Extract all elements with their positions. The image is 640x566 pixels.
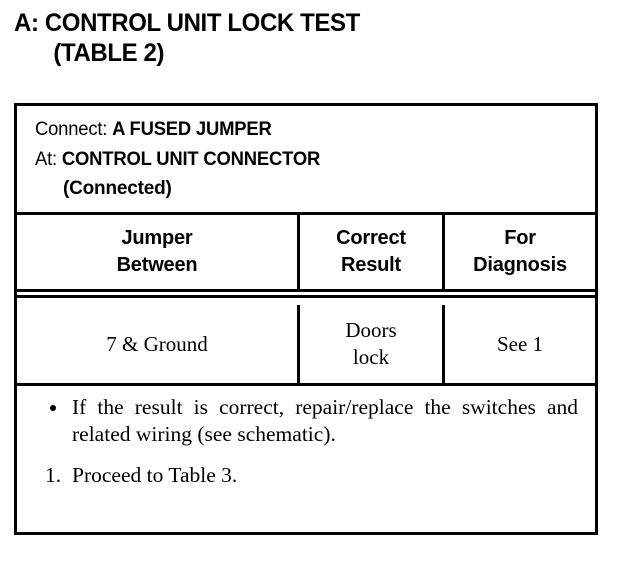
cell-jumper-between: 7 & Ground (17, 305, 300, 383)
at-label: At: (35, 149, 57, 170)
page-title-line-2: (TABLE 2) (53, 39, 165, 67)
column-header-line-1: Correct (336, 227, 406, 249)
note-numbered-text: Proceed to Table 3. (72, 463, 238, 487)
column-header-for-diagnosis: For Diagnosis (445, 215, 595, 289)
column-header-line-2: Diagnosis (473, 254, 567, 276)
table-row: 7 & Ground Doors lock See 1 (17, 305, 595, 386)
bullet-icon (50, 405, 56, 411)
cell-value: 7 & Ground (106, 331, 208, 356)
cell-value-line-2: lock (352, 345, 390, 369)
header-double-rule (17, 295, 595, 298)
column-header-line-2: Result (341, 254, 401, 276)
table-header-row: Jumper Between Correct Result For Diagno… (17, 215, 595, 292)
at-value: CONTROL UNIT CONNECTOR (61, 149, 321, 170)
test-setup-block: Connect: A FUSED JUMPER At: CONTROL UNIT… (17, 106, 595, 215)
note-bullet-text: If the result is correct, repair/replace… (72, 395, 578, 446)
connect-label: Connect: (35, 119, 108, 140)
cell-value-line-1: Doors (345, 318, 397, 342)
column-header-line-1: Jumper (121, 227, 193, 249)
page-title-line-1: A: CONTROL UNIT LOCK TEST (14, 9, 360, 37)
cell-for-diagnosis: See 1 (445, 305, 595, 383)
diagnostic-table: Connect: A FUSED JUMPER At: CONTROL UNIT… (14, 103, 598, 535)
note-numbered-item: 1. Proceed to Table 3. (31, 462, 581, 489)
note-number-marker: 1. (45, 463, 62, 487)
connect-value: A FUSED JUMPER (112, 119, 272, 140)
at-state: (Connected) (63, 178, 172, 199)
notes-section: If the result is correct, repair/replace… (17, 386, 595, 532)
column-header-line-2: Between (116, 254, 198, 276)
at-row: At: CONTROL UNIT CONNECTOR (35, 145, 578, 175)
column-header-line-1: For (504, 227, 536, 249)
note-bullet-item: If the result is correct, repair/replace… (31, 394, 581, 448)
connect-row: Connect: A FUSED JUMPER (35, 115, 578, 145)
column-header-correct-result: Correct Result (300, 215, 445, 289)
column-header-jumper-between: Jumper Between (17, 215, 300, 289)
page-title: A: CONTROL UNIT LOCK TEST (TABLE 2) (14, 8, 614, 68)
cell-value: See 1 (496, 331, 544, 356)
cell-correct-result: Doors lock (300, 305, 445, 383)
